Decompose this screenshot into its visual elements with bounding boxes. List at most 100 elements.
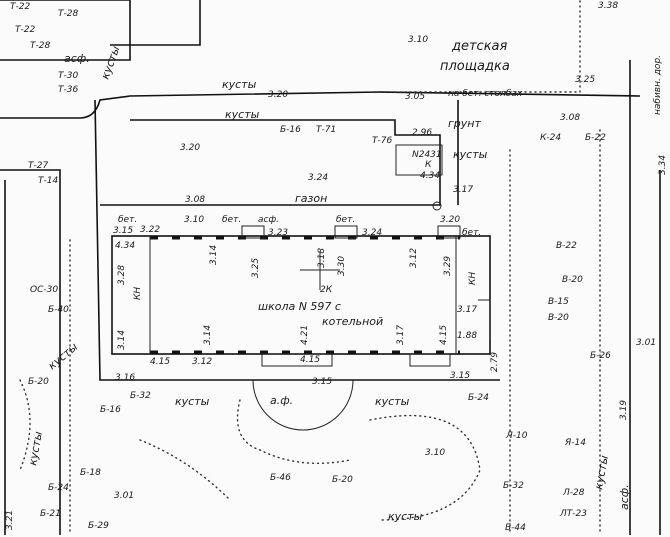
- label-bushes: кусты: [99, 44, 123, 81]
- elevation: 4.15: [439, 325, 449, 345]
- elevation: 4.15: [300, 355, 320, 365]
- label-ground: грунт: [448, 117, 481, 130]
- label-lawn: газон: [295, 192, 327, 205]
- label-bushes: кусты: [222, 78, 257, 91]
- elevation: 3.18: [317, 248, 327, 268]
- porch-2: [334, 225, 358, 239]
- elevation: 2.79: [490, 352, 500, 372]
- elevation: 3.14: [203, 325, 213, 345]
- label-bushes: кусты: [375, 395, 410, 408]
- bush-labels: кусты кусты кусты кусты кусты кусты куст…: [26, 44, 611, 523]
- tree-label: Б-16: [280, 125, 301, 135]
- tree-label: Т-30: [58, 71, 78, 81]
- label-beton-4: бет.: [222, 215, 241, 225]
- tree-label: В-20: [562, 275, 583, 285]
- tree-label: Т-71: [316, 125, 336, 135]
- elevation: 3.29: [443, 256, 453, 276]
- tree-label: Т-28: [58, 9, 78, 19]
- tree-label: Л-10: [505, 431, 528, 441]
- tree-label: В-15: [548, 297, 569, 307]
- building-partitions: [149, 236, 491, 354]
- windows: [150, 236, 460, 354]
- elevation: 3.01: [636, 338, 656, 348]
- elevation: 3.20: [268, 90, 288, 100]
- well-k: К: [425, 160, 432, 170]
- tree-label: Л-28: [562, 488, 585, 498]
- elevation: 3.08: [560, 113, 580, 123]
- center-cross: [300, 252, 340, 290]
- steps-front: [261, 353, 333, 367]
- tree-label: Б-26: [590, 351, 611, 361]
- tree-label: Т-27: [28, 161, 48, 171]
- label-playground: детская: [451, 39, 508, 54]
- tree-label: Т-22: [15, 25, 35, 35]
- elevation: 3.38: [598, 1, 618, 11]
- tree-label: Т-22: [10, 2, 30, 12]
- tree-label: В-22: [556, 241, 577, 251]
- elevation: 3.23: [268, 228, 288, 238]
- label-height-left-2: 3.28: [117, 265, 127, 285]
- elevation: 2.96: [412, 128, 432, 138]
- label-bushes: кусты: [175, 395, 210, 408]
- label-bushes: кусты: [592, 454, 611, 490]
- label-bushes: кусты: [46, 340, 81, 372]
- elevation: 3.10: [408, 35, 428, 45]
- elevation-labels: 3.10 3.25 3.05 3.20 3.20 2.96 3.08 3.24 …: [5, 1, 668, 530]
- building-name-2: котельной: [322, 315, 383, 328]
- label-height-left: 3.14: [117, 330, 127, 350]
- tree-label: Б-29: [88, 521, 109, 531]
- label-door: 3.22: [140, 225, 160, 235]
- bush-edges: [19, 379, 231, 501]
- tree-label: Т-36: [58, 85, 78, 95]
- elevation: 3.12: [192, 357, 212, 367]
- label-asphalt-front: а.ф.: [270, 394, 293, 407]
- tree-label: Б-44: [505, 523, 526, 533]
- road-left: [0, 169, 61, 535]
- elevation: 3.21: [5, 510, 15, 530]
- tree-label: Т-76: [372, 136, 392, 146]
- elevation: 4.15: [150, 357, 170, 367]
- label-asphalt-mid: асф.: [258, 215, 279, 225]
- elevation: 1.88: [457, 331, 477, 341]
- tree-label: Б-24: [468, 393, 489, 403]
- tree-label: Б-24: [48, 483, 69, 493]
- label-kn-left: КН: [133, 287, 143, 300]
- tree-label: Б-22: [585, 133, 606, 143]
- building-floors: 2К: [320, 285, 333, 295]
- tree-label: В-20: [548, 313, 569, 323]
- front-semicircle: [252, 379, 354, 431]
- label-kn-right: КН: [468, 272, 478, 285]
- elevation: 3.01: [114, 491, 134, 501]
- building-top-left: [0, 0, 131, 61]
- elevation: 3.25: [575, 75, 595, 85]
- elevation: 3.17: [457, 305, 477, 315]
- building-name: школа N 597 с: [258, 300, 341, 313]
- elevation: 3.16: [115, 373, 135, 383]
- well-circle: [432, 201, 442, 211]
- elevation: 3.12: [409, 248, 419, 268]
- label-path-right: набивн. дор.: [653, 55, 663, 115]
- label-n-b: 4.34: [115, 241, 135, 251]
- tree-label: ЛТ-23: [559, 509, 587, 519]
- label-beton-3: бет.: [462, 228, 481, 238]
- elevation: 3.14: [209, 245, 219, 265]
- elevation: 3.19: [619, 400, 629, 420]
- elevation: 3.15: [450, 371, 470, 381]
- porch-3: [437, 225, 461, 239]
- tree-label: Б-20: [332, 475, 353, 485]
- tree-label: К-24: [540, 133, 561, 143]
- tree-label: Б-40: [48, 305, 69, 315]
- lawn-edges: [236, 399, 481, 521]
- tree-label: Б-21: [40, 509, 61, 519]
- well-elevation: 4.34: [420, 171, 440, 181]
- tree-labels: Т-22 Т-28 Т-22 Т-28 Т-30 Т-36 Т-27 Т-14 …: [10, 2, 611, 533]
- elevation: 3.17: [453, 185, 473, 195]
- elevation: 3.24: [362, 228, 382, 238]
- label-asphalt-right: асф.: [618, 484, 631, 510]
- playground-edge: [379, 0, 581, 93]
- fence-line: [100, 119, 441, 206]
- tree-label: Б-32: [130, 391, 151, 401]
- well-number: N2431: [412, 150, 442, 160]
